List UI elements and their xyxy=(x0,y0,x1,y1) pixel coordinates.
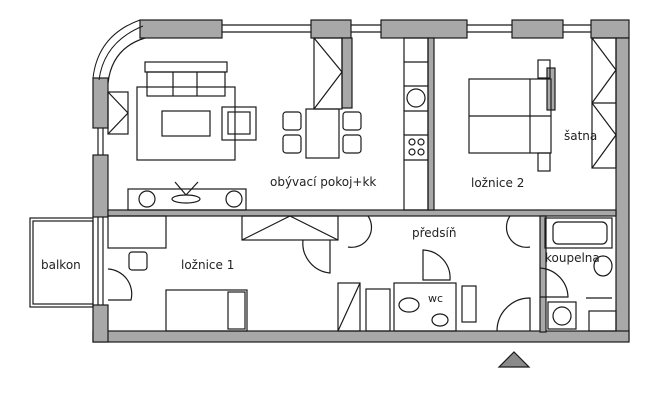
hall-door-left-icon xyxy=(347,215,373,248)
bathtub-icon xyxy=(544,217,613,249)
toilet-icon xyxy=(398,297,420,313)
room-label-closet: šatna xyxy=(564,129,598,143)
bathroom-cabinet-icon xyxy=(588,310,617,332)
room-label-hall: předsíň xyxy=(412,226,457,240)
single-bed-icon xyxy=(165,289,248,332)
sofa-icon xyxy=(144,61,228,97)
desk-icon xyxy=(107,215,167,249)
wc-door-icon xyxy=(422,249,451,281)
entrance-door-icon xyxy=(496,297,531,332)
room-label-balcony: balkon xyxy=(41,258,81,272)
room-label-living: obývací pokoj+kk xyxy=(270,175,377,189)
hall-door-right-icon xyxy=(505,215,531,248)
bathroom-sink-icon xyxy=(593,255,613,277)
room-label-bedroom1: ložnice 1 xyxy=(181,258,235,272)
chairs-icon xyxy=(282,111,362,154)
cabinet-icon xyxy=(107,91,129,135)
corner-window xyxy=(92,19,141,79)
room-label-bedroom2: ložnice 2 xyxy=(471,176,525,190)
room-label-bathroom: koupelna xyxy=(545,251,600,265)
dining-table-icon xyxy=(305,108,340,159)
wc-room xyxy=(393,282,457,332)
coffee-table-icon xyxy=(161,110,211,137)
wardrobe-closet-icon xyxy=(591,37,617,169)
kitchen-counter-icon xyxy=(403,37,429,211)
armchair-icon xyxy=(221,106,257,141)
shelf-icon xyxy=(461,285,477,323)
double-bed-icon xyxy=(468,59,552,172)
room-label-wc: wc xyxy=(428,292,444,305)
wardrobe-bedroom1-icon xyxy=(241,215,339,241)
wardrobe-living-icon xyxy=(313,37,343,110)
chair-icon xyxy=(128,251,148,271)
bedroom1-door-icon xyxy=(302,239,331,274)
rug xyxy=(136,86,236,161)
bathroom-door-icon xyxy=(539,267,569,298)
wc-sink-icon xyxy=(431,313,449,327)
entrance-arrow-icon xyxy=(497,351,531,368)
balcony-door-icon xyxy=(107,268,133,301)
outer-walls xyxy=(92,19,630,343)
tv-stand-icon xyxy=(127,181,247,211)
washing-machine-icon xyxy=(547,301,577,330)
